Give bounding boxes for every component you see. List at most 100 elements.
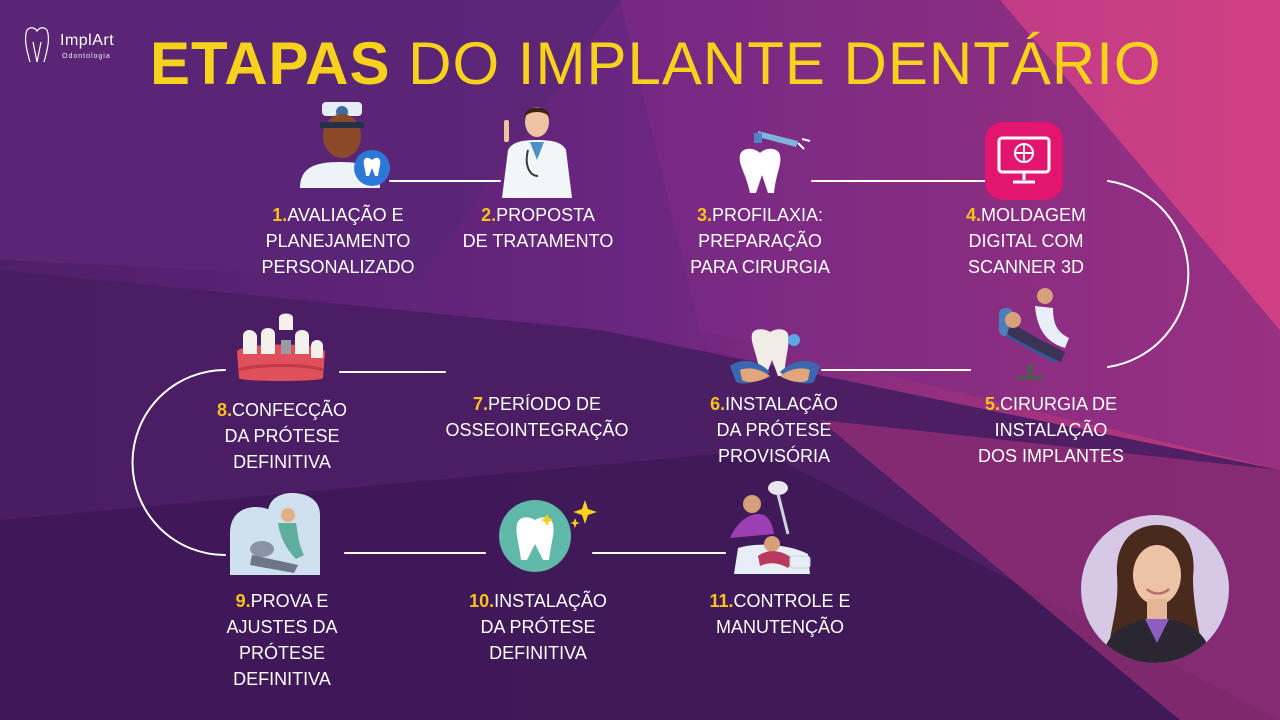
step-number: 8. bbox=[216, 400, 232, 420]
step-3: 3.PROFILAXIA: PREPARAÇÃO PARA CIRURGIA bbox=[664, 202, 856, 280]
step-line: 6.INSTALAÇÃO bbox=[676, 391, 872, 417]
step-line: SCANNER 3D bbox=[928, 254, 1124, 280]
step-line: 11.CONTROLE E bbox=[680, 588, 880, 614]
digital-scanner-icon bbox=[985, 122, 1063, 200]
step-line: PREPARAÇÃO bbox=[664, 228, 856, 254]
step-text: DEFINITIVA bbox=[489, 643, 587, 663]
doctor-icon bbox=[502, 107, 572, 198]
step-5: 5.CIRURGIA DE INSTALAÇÃO DOS IMPLANTES bbox=[950, 391, 1152, 469]
step-text: INSTALAÇÃO bbox=[994, 420, 1108, 440]
step-number: 9. bbox=[235, 591, 251, 611]
step-number: 10. bbox=[469, 591, 495, 611]
step-line: PROVISÓRIA bbox=[676, 443, 872, 469]
page-title: ETAPAS DO IMPLANTE DENTÁRIO bbox=[150, 24, 1180, 104]
step-line: DOS IMPLANTES bbox=[950, 443, 1152, 469]
step-text: PERSONALIZADO bbox=[261, 257, 415, 277]
step-line: 10.INSTALAÇÃO bbox=[440, 588, 636, 614]
step-line: DE TRATAMENTO bbox=[440, 228, 636, 254]
step-number: 11. bbox=[709, 591, 734, 611]
step-line: 4.MOLDAGEM bbox=[928, 202, 1124, 228]
tooth-in-hands-icon bbox=[730, 329, 820, 384]
step-number: 5. bbox=[984, 394, 1000, 414]
step-text: INSTALAÇÃO bbox=[494, 591, 607, 611]
step-text: MOLDAGEM bbox=[981, 205, 1087, 225]
step-text: PARA CIRURGIA bbox=[690, 257, 830, 277]
step-text: AVALIAÇÃO E bbox=[287, 205, 404, 225]
step-text: DA PRÓTESE bbox=[224, 426, 340, 446]
step-text: CONFECÇÃO bbox=[232, 400, 348, 420]
step-line: DEFINITIVA bbox=[440, 640, 636, 666]
step-text: INSTALAÇÃO bbox=[725, 394, 838, 414]
step-line: DA PRÓTESE bbox=[184, 423, 380, 449]
step-11: 11.CONTROLE E MANUTENÇÃO bbox=[680, 588, 880, 640]
step-line: 1.AVALIAÇÃO E bbox=[232, 202, 444, 228]
title-bold: ETAPAS bbox=[150, 30, 391, 97]
dentist-portrait bbox=[1081, 515, 1229, 663]
step-line: 5.CIRURGIA DE bbox=[950, 391, 1152, 417]
step-text: DEFINITIVA bbox=[233, 669, 331, 689]
step-text: DIGITAL COM bbox=[968, 231, 1084, 251]
step-6: 6.INSTALAÇÃO DA PRÓTESE PROVISÓRIA bbox=[676, 391, 872, 469]
step-text: DA PRÓTESE bbox=[716, 420, 832, 440]
step-line: PARA CIRURGIA bbox=[664, 254, 856, 280]
dental-chair-icon bbox=[230, 493, 320, 575]
step-line: 2.PROPOSTA bbox=[440, 202, 636, 228]
step-line: OSSEOINTEGRAÇÃO bbox=[420, 417, 654, 443]
step-number: 2. bbox=[481, 205, 497, 225]
step-number: 3. bbox=[696, 205, 712, 225]
step-text: CONTROLE E bbox=[733, 591, 851, 611]
step-text: MANUTENÇÃO bbox=[715, 617, 844, 637]
step-line: DEFINITIVA bbox=[184, 449, 380, 475]
step-line: 8.CONFECÇÃO bbox=[184, 397, 380, 423]
step-line: 7.PERÍODO DE bbox=[420, 391, 654, 417]
step-text: DOS IMPLANTES bbox=[977, 446, 1125, 466]
dentist-evaluation-icon bbox=[300, 102, 390, 188]
step-text: PROVISÓRIA bbox=[717, 446, 831, 466]
step-line: MANUTENÇÃO bbox=[680, 614, 880, 640]
step-text: DE TRATAMENTO bbox=[462, 231, 614, 251]
step-text: CIRURGIA DE bbox=[999, 394, 1118, 414]
step-line: DEFINITIVA bbox=[184, 666, 380, 692]
tooth-logo-icon bbox=[24, 27, 50, 63]
step-8: 8.CONFECÇÃO DA PRÓTESE DEFINITIVA bbox=[184, 397, 380, 475]
step-line: PERSONALIZADO bbox=[232, 254, 444, 280]
step-text: OSSEOINTEGRAÇÃO bbox=[445, 420, 629, 440]
step-number: 6. bbox=[710, 394, 726, 414]
step-text: PROFILAXIA: bbox=[711, 205, 824, 225]
step-9: 9.PROVA E AJUSTES DA PRÓTESE DEFINITIVA bbox=[184, 588, 380, 692]
step-number: 1. bbox=[272, 205, 288, 225]
shiny-tooth-icon bbox=[499, 500, 597, 572]
dental-checkup-icon bbox=[730, 481, 811, 574]
step-text: SCANNER 3D bbox=[967, 257, 1085, 277]
step-text: DA PRÓTESE bbox=[480, 617, 596, 637]
step-text: PLANEJAMENTO bbox=[265, 231, 411, 251]
step-text: PRÓTESE bbox=[238, 643, 326, 663]
step-number: 7. bbox=[472, 394, 488, 414]
dental-surgery-icon bbox=[999, 288, 1069, 380]
step-line: DA PRÓTESE bbox=[676, 417, 872, 443]
step-line: 3.PROFILAXIA: bbox=[664, 202, 856, 228]
step-text: PERÍODO DE bbox=[487, 394, 602, 414]
step-line: PLANEJAMENTO bbox=[232, 228, 444, 254]
brand-logo: ImplArt Odontologia bbox=[22, 22, 152, 72]
step-2: 2.PROPOSTA DE TRATAMENTO bbox=[440, 202, 636, 254]
logo-subtitle: Odontologia bbox=[62, 53, 111, 60]
step-text: PREPARAÇÃO bbox=[698, 231, 822, 251]
step-line: DA PRÓTESE bbox=[440, 614, 636, 640]
step-line: PRÓTESE bbox=[184, 640, 380, 666]
dental-crowns-icon bbox=[237, 313, 325, 381]
step-line: 9.PROVA E bbox=[184, 588, 380, 614]
step-text: DEFINITIVA bbox=[233, 452, 331, 472]
title-rest: DO IMPLANTE DENTÁRIO bbox=[390, 30, 1162, 97]
step-number: 4. bbox=[965, 205, 981, 225]
logo-brand: ImplArt bbox=[60, 32, 115, 49]
step-7: 7.PERÍODO DE OSSEOINTEGRAÇÃO bbox=[420, 391, 654, 443]
step-text: AJUSTES DA bbox=[226, 617, 338, 637]
step-line: AJUSTES DA bbox=[184, 614, 380, 640]
step-line: DIGITAL COM bbox=[928, 228, 1124, 254]
step-1: 1.AVALIAÇÃO E PLANEJAMENTO PERSONALIZADO bbox=[232, 202, 444, 280]
step-4: 4.MOLDAGEM DIGITAL COM SCANNER 3D bbox=[928, 202, 1124, 280]
step-line: INSTALAÇÃO bbox=[950, 417, 1152, 443]
